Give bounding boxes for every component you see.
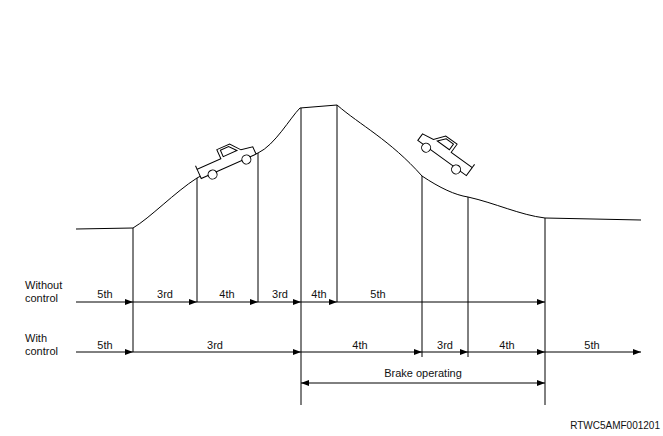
gear-label: 3rd xyxy=(437,339,453,352)
gear-label: 5th xyxy=(97,288,112,301)
gear-label: 5th xyxy=(97,339,112,352)
row-title: With control xyxy=(25,332,79,358)
truck-downhill xyxy=(415,124,479,180)
divider-lines xyxy=(133,105,545,405)
truck-uphill xyxy=(193,136,258,184)
gear-arrows xyxy=(76,302,641,383)
row-title: Without control xyxy=(25,279,79,305)
gear-label: 3rd xyxy=(207,339,223,352)
gear-label: 5th xyxy=(370,288,385,301)
hill-profile xyxy=(76,105,641,229)
gear-label: 4th xyxy=(499,339,514,352)
gear-label: 3rd xyxy=(272,288,288,301)
gear-label: 4th xyxy=(352,339,367,352)
gear-label: 5th xyxy=(584,339,599,352)
figure-code: RTWC5AMF001201 xyxy=(570,419,660,432)
gear-label: 4th xyxy=(219,288,234,301)
gear-label: 4th xyxy=(311,288,326,301)
gear-label: 3rd xyxy=(157,288,173,301)
brake-label: Brake operating xyxy=(382,367,464,380)
